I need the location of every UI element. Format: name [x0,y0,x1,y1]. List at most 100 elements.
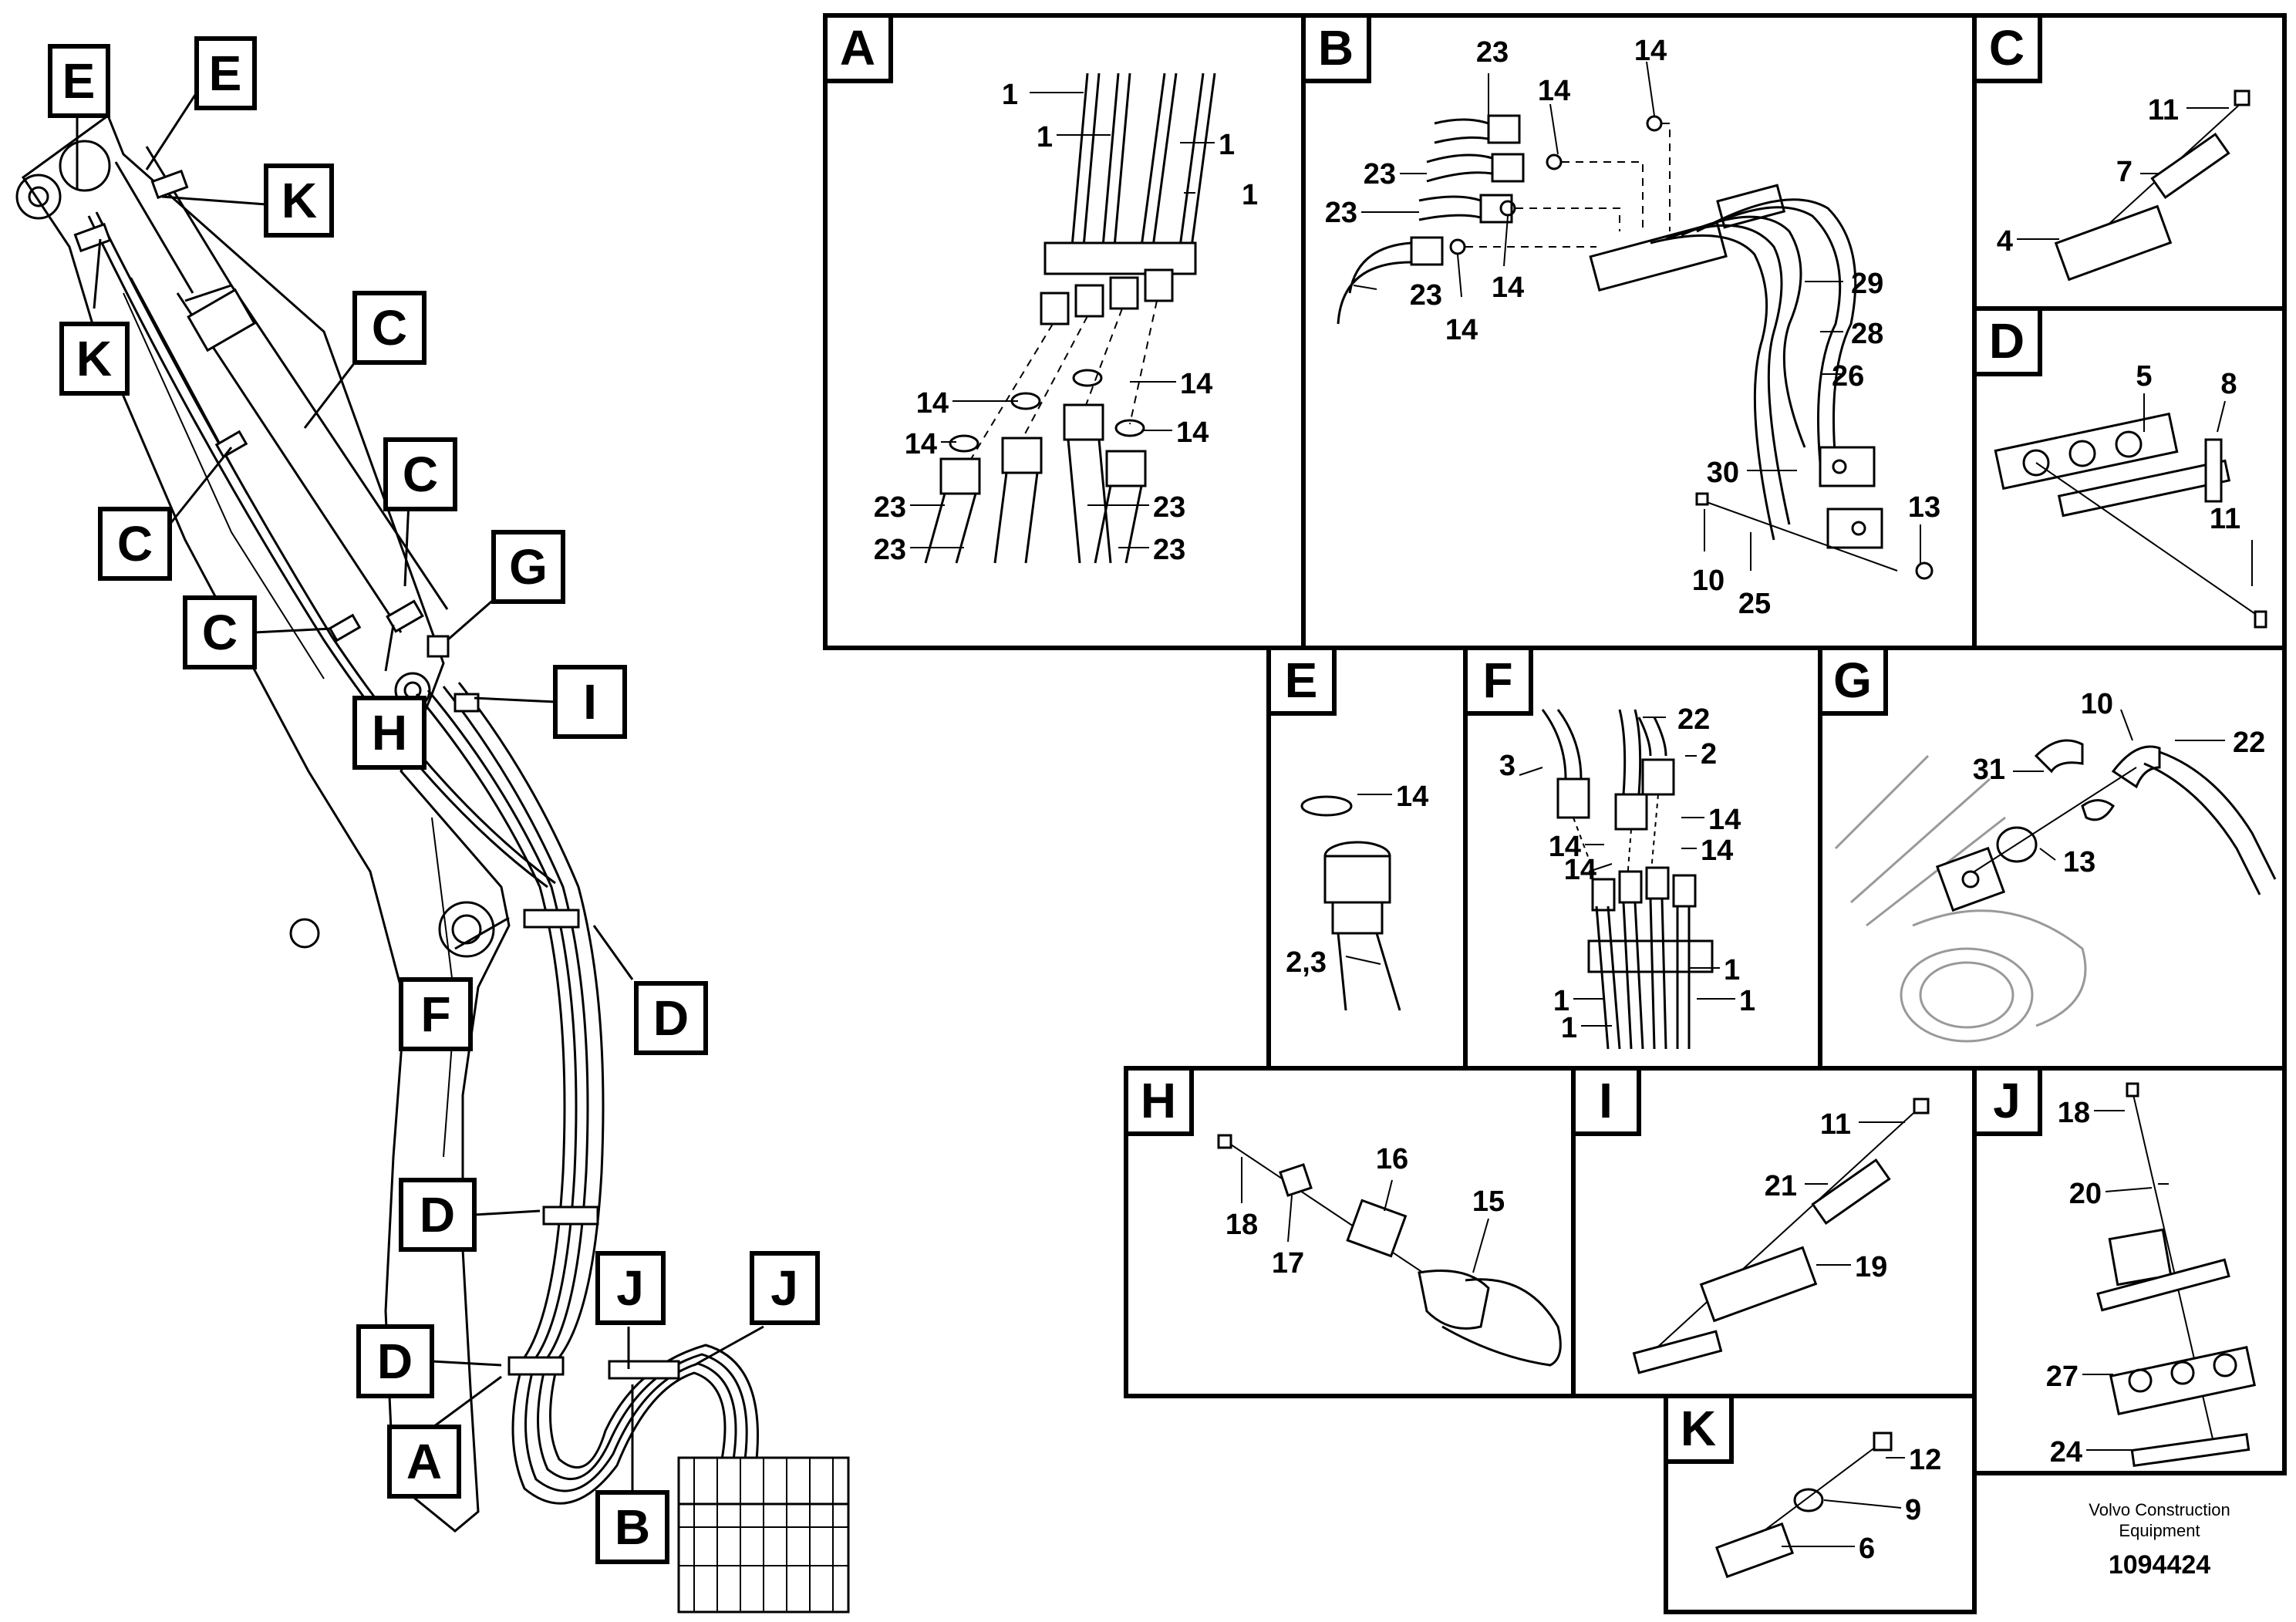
panel-j: J 18 20 27 24 [1972,1066,2257,1469]
svg-text:23: 23 [1410,279,1442,312]
company-name-line1: Volvo Construction [2089,1500,2230,1519]
panel-e-drawing [1300,794,1401,1011]
panel-a-tab: A [823,13,893,83]
svg-text:K: K [76,331,112,386]
svg-text:D: D [1989,313,2025,369]
callout-e-1: E [48,44,110,118]
svg-text:10: 10 [1692,565,1725,597]
svg-text:21: 21 [1765,1170,1797,1202]
svg-text:22: 22 [2233,727,2265,759]
svg-text:1: 1 [1002,79,1018,111]
panel-g-tab: G [1818,646,1888,716]
svg-text:14: 14 [1445,314,1478,346]
callout-c-4: C [183,595,257,669]
panel-a-drawing [910,73,1216,564]
svg-text:4: 4 [1997,225,2013,258]
panel-h-drawing [1217,1134,1562,1367]
svg-text:7: 7 [2116,156,2132,188]
callout-j-1: J [595,1251,666,1325]
panel-d: D 5 8 11 [1972,306,2267,629]
svg-text:25: 25 [1738,588,1771,620]
callout-j-2: J [750,1251,820,1325]
svg-text:30: 30 [1707,457,1739,489]
svg-text:H: H [372,705,407,760]
panel-k-tab: K [1664,1394,1734,1464]
svg-text:23: 23 [874,534,906,566]
panel-i: I 11 21 19 [1571,1066,1930,1374]
callout-a: A [387,1425,461,1499]
svg-text:D: D [653,990,689,1046]
svg-text:24: 24 [2050,1436,2082,1469]
svg-text:D: D [377,1334,413,1389]
svg-text:5: 5 [2136,360,2152,393]
svg-text:B: B [615,1499,650,1555]
svg-text:1: 1 [1553,985,1569,1017]
svg-text:1: 1 [1739,985,1755,1017]
callout-e-2: E [194,36,257,110]
svg-text:9: 9 [1905,1494,1921,1526]
svg-text:26: 26 [1832,360,1864,393]
callout-k-1: K [264,164,334,238]
panel-c-tab: C [1972,13,2042,83]
svg-text:K: K [282,173,317,228]
svg-text:14: 14 [1180,368,1212,400]
svg-text:E: E [1285,653,1318,708]
panel-k-drawing [1714,1431,1905,1579]
svg-text:23: 23 [1364,158,1396,191]
svg-text:1: 1 [1242,179,1258,211]
panel-i-drawing [1632,1098,1930,1374]
callout-d-1: D [634,981,708,1055]
panel-f: F 22 3 2 14 14 14 14 [1463,646,1755,1050]
svg-text:1: 1 [1219,129,1235,161]
svg-text:17: 17 [1272,1247,1304,1280]
svg-text:G: G [509,539,548,595]
svg-text:H: H [1141,1073,1176,1128]
svg-text:15: 15 [1472,1185,1505,1218]
panel-d-drawing [1994,393,2267,629]
svg-text:K: K [1681,1401,1716,1456]
svg-text:13: 13 [2063,846,2095,878]
callout-c-3: C [383,437,457,511]
svg-text:14: 14 [1634,35,1667,67]
svg-text:C: C [1989,20,2025,76]
callout-f: F [399,977,473,1051]
svg-text:23: 23 [1153,491,1185,524]
callout-d-3: D [356,1324,434,1398]
panel-g-drawing [1834,709,2277,1043]
svg-text:18: 18 [1226,1209,1258,1241]
panel-f-drawing [1519,709,1735,1050]
svg-text:14: 14 [1492,271,1524,304]
svg-text:31: 31 [1973,754,2005,786]
svg-text:2: 2 [1701,738,1717,771]
svg-text:14: 14 [1396,781,1428,813]
svg-text:11: 11 [2210,503,2240,535]
svg-text:G: G [1833,653,1872,708]
svg-text:14: 14 [905,428,937,460]
svg-text:18: 18 [2058,1097,2090,1129]
panel-a: A [823,13,1258,566]
overview-callouts: E E K K C C C C [48,36,820,1564]
svg-text:C: C [403,447,438,502]
callout-c-2: C [98,507,172,581]
svg-text:I: I [583,674,597,730]
svg-text:23: 23 [1153,534,1185,566]
svg-text:14: 14 [1176,416,1209,449]
callout-g: G [491,530,565,604]
svg-text:E: E [209,46,242,101]
svg-text:22: 22 [1677,703,1710,736]
svg-text:14: 14 [916,387,949,420]
svg-text:1: 1 [1037,121,1053,153]
svg-text:I: I [1599,1073,1613,1128]
svg-text:A: A [406,1434,442,1489]
callout-b: B [595,1490,669,1564]
svg-text:C: C [117,516,153,572]
boom-overview-drawing [15,113,850,1614]
svg-text:19: 19 [1855,1251,1887,1283]
svg-text:23: 23 [1325,197,1357,229]
svg-text:E: E [62,53,96,109]
svg-text:F: F [420,986,450,1042]
svg-text:16: 16 [1376,1143,1408,1175]
callout-d-2: D [399,1178,477,1252]
svg-text:23: 23 [874,491,906,524]
